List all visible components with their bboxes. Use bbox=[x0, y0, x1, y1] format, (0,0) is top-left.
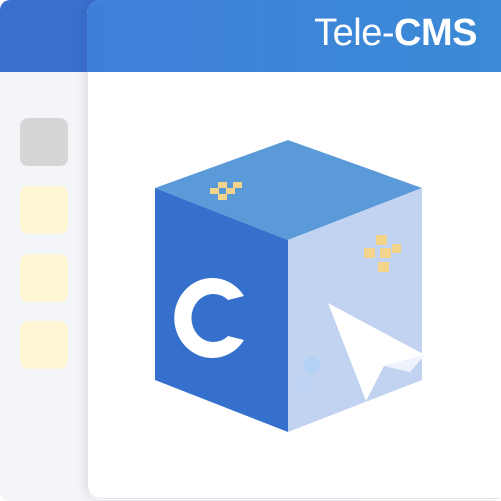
top-pixel-cluster bbox=[210, 182, 242, 200]
cube-top-face bbox=[155, 140, 422, 240]
arrow-cursor-icon bbox=[328, 303, 425, 401]
cube-left-face bbox=[155, 188, 288, 432]
cursor-shadow bbox=[384, 355, 425, 372]
sidebar-tile-active[interactable] bbox=[20, 118, 68, 166]
glow-dot bbox=[304, 357, 320, 373]
sidebar-tile[interactable] bbox=[20, 254, 68, 302]
c-logo-icon bbox=[174, 278, 244, 358]
main-window-header: Tele-CMS bbox=[87, 0, 501, 72]
sidebar-tile[interactable] bbox=[20, 321, 68, 369]
glow-dot bbox=[296, 374, 316, 394]
sidebar-tile[interactable] bbox=[20, 186, 68, 234]
side-pixel-cluster bbox=[364, 235, 401, 272]
logo-text-light: Tele- bbox=[314, 12, 395, 54]
tele-cms-logo: Tele-CMS bbox=[314, 14, 477, 52]
logo-text-bold: CMS bbox=[394, 12, 477, 54]
